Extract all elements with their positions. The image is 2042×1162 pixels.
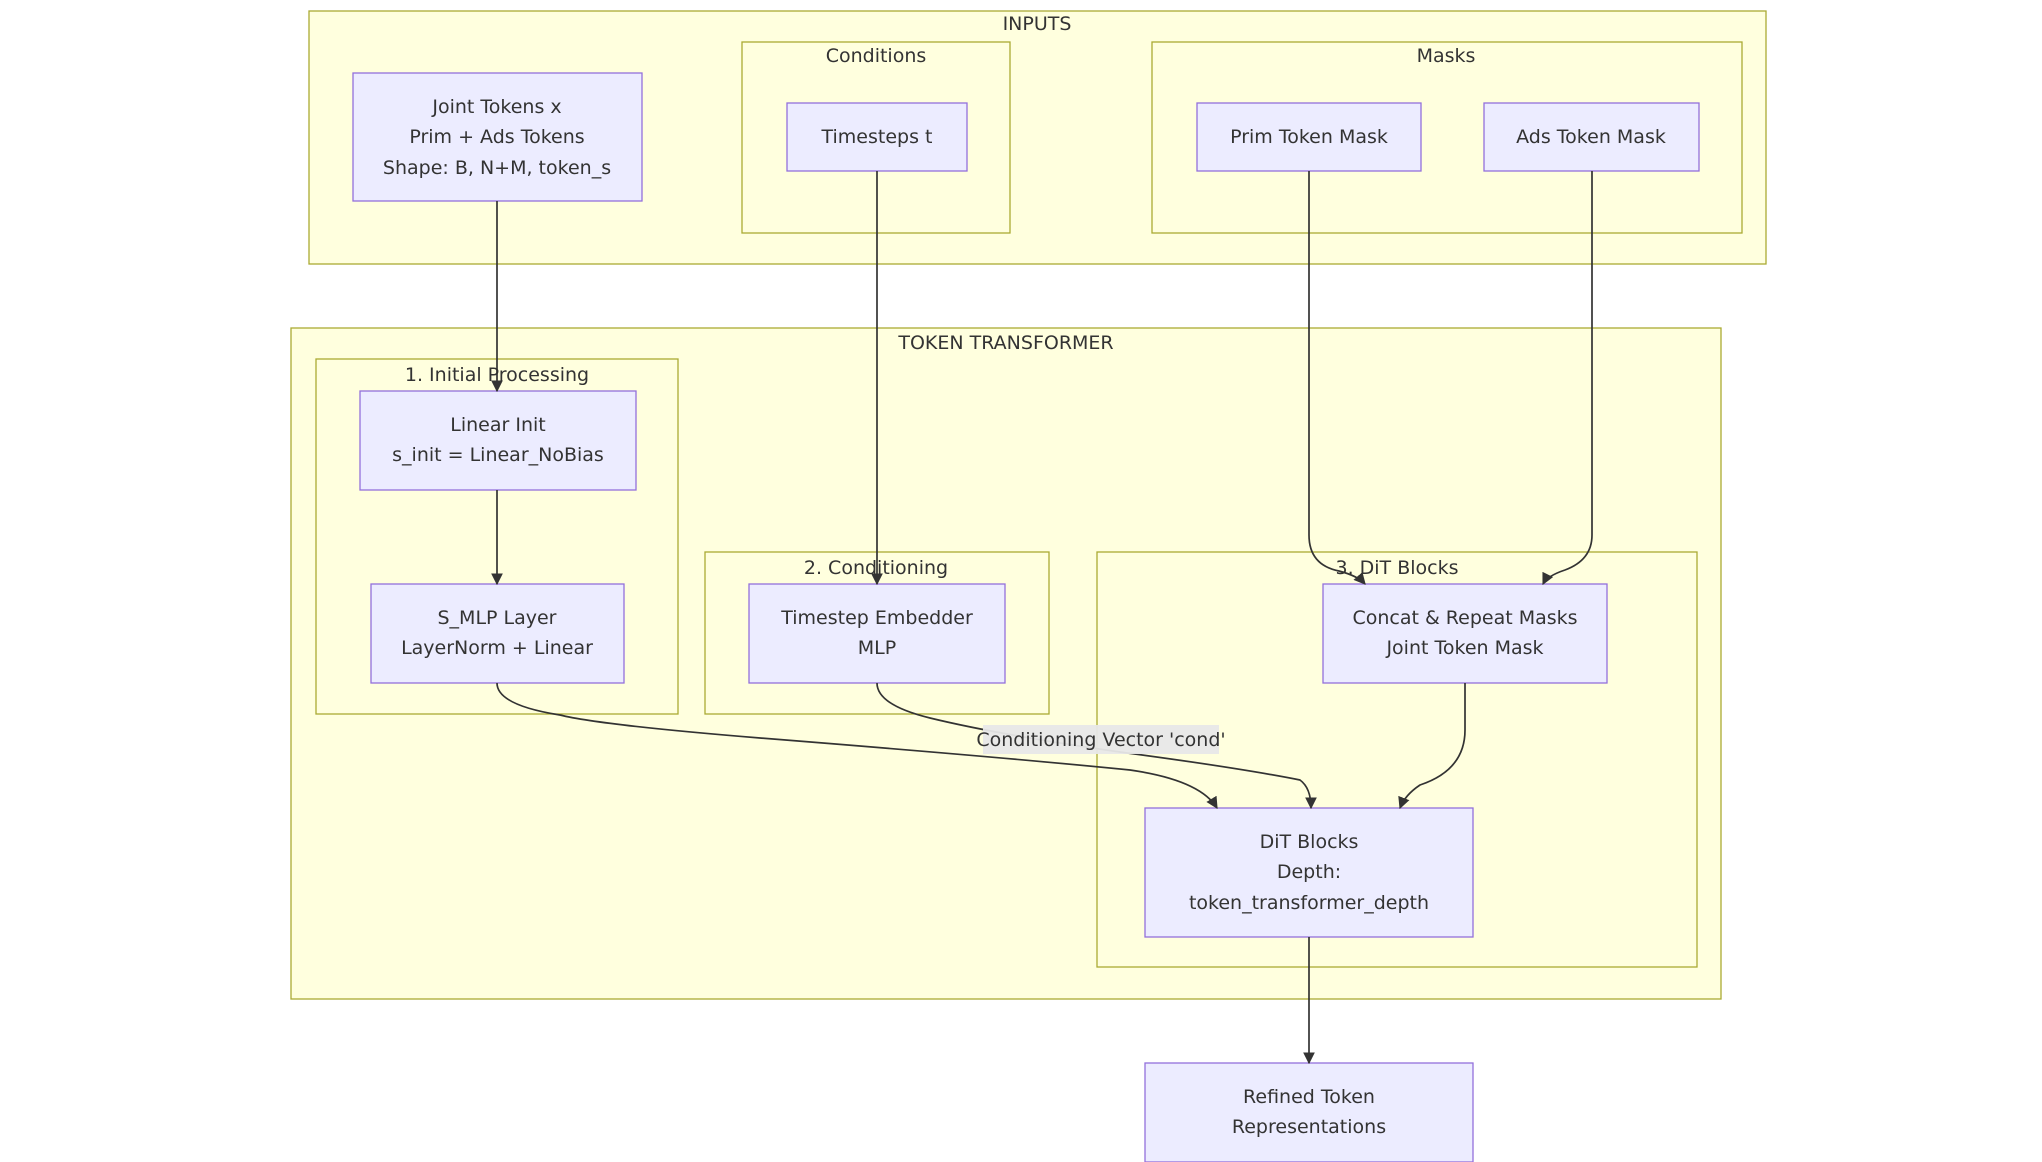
edge-ads-mask-to-concat (1542, 171, 1593, 586)
node-linear-init-line-1: Linear Init (450, 414, 545, 436)
node-dit-blocks-line-3: token_transformer_depth (1189, 892, 1429, 914)
cluster-masks-title: Masks (1417, 45, 1476, 67)
cluster-dit-blocks-title: 3. DiT Blocks (1335, 557, 1458, 579)
node-joint-tokens: Joint Tokens x Prim + Ads Tokens Shape: … (352, 72, 643, 202)
node-s-mlp-layer-line-2: LayerNorm + Linear (401, 637, 593, 659)
cluster-inputs-title: INPUTS (1003, 13, 1072, 35)
node-joint-tokens-line-2: Prim + Ads Tokens (409, 126, 584, 148)
node-joint-tokens-line-3: Shape: B, N+M, token_s (383, 157, 611, 179)
node-dit-blocks-line-2: Depth: (1277, 861, 1341, 883)
edge-label-conditioning-vector: Conditioning Vector 'cond' (976, 725, 1226, 754)
node-concat-repeat-masks-line-2: Joint Token Mask (1385, 637, 1543, 659)
node-refined-line-1: Refined Token (1243, 1086, 1375, 1108)
cluster-token-transformer-title: TOKEN TRANSFORMER (897, 332, 1113, 354)
cluster-conditions-title: Conditions (826, 45, 927, 67)
edge-concat-to-dit-blocks (1398, 683, 1466, 810)
node-timesteps-label: Timesteps t (821, 126, 933, 148)
node-prim-token-mask: Prim Token Mask (1196, 102, 1422, 172)
node-linear-init-line-2: s_init = Linear_NoBias (392, 444, 604, 466)
edge-label-conditioning-vector-text: Conditioning Vector 'cond' (976, 729, 1225, 751)
node-joint-tokens-line-1: Joint Tokens x (431, 96, 561, 118)
node-concat-repeat-masks-line-1: Concat & Repeat Masks (1352, 607, 1577, 629)
node-timestep-embedder-line-1: Timestep Embedder (780, 607, 973, 629)
node-prim-token-mask-label: Prim Token Mask (1230, 126, 1388, 148)
node-timestep-embedder: Timestep Embedder MLP (748, 583, 1006, 684)
node-timestep-embedder-line-2: MLP (858, 637, 896, 659)
node-dit-blocks: DiT Blocks Depth: token_transformer_dept… (1144, 807, 1474, 938)
node-linear-init: Linear Init s_init = Linear_NoBias (359, 390, 637, 491)
node-ads-token-mask: Ads Token Mask (1483, 102, 1700, 172)
node-s-mlp-layer-line-1: S_MLP Layer (437, 607, 556, 629)
node-dit-blocks-line-1: DiT Blocks (1260, 831, 1359, 853)
edge-prim-mask-to-concat (1308, 171, 1366, 585)
node-timesteps: Timesteps t (786, 102, 968, 172)
node-s-mlp-layer: S_MLP Layer LayerNorm + Linear (370, 583, 625, 684)
node-ads-token-mask-label: Ads Token Mask (1516, 126, 1666, 148)
node-concat-repeat-masks: Concat & Repeat Masks Joint Token Mask (1322, 583, 1608, 684)
cluster-conditioning-title: 2. Conditioning (804, 557, 948, 579)
node-refined-token-representations: Refined Token Representations (1144, 1062, 1474, 1162)
node-refined-line-2: Representations (1232, 1116, 1386, 1138)
edge-s-mlp-to-dit-blocks (496, 682, 1218, 810)
